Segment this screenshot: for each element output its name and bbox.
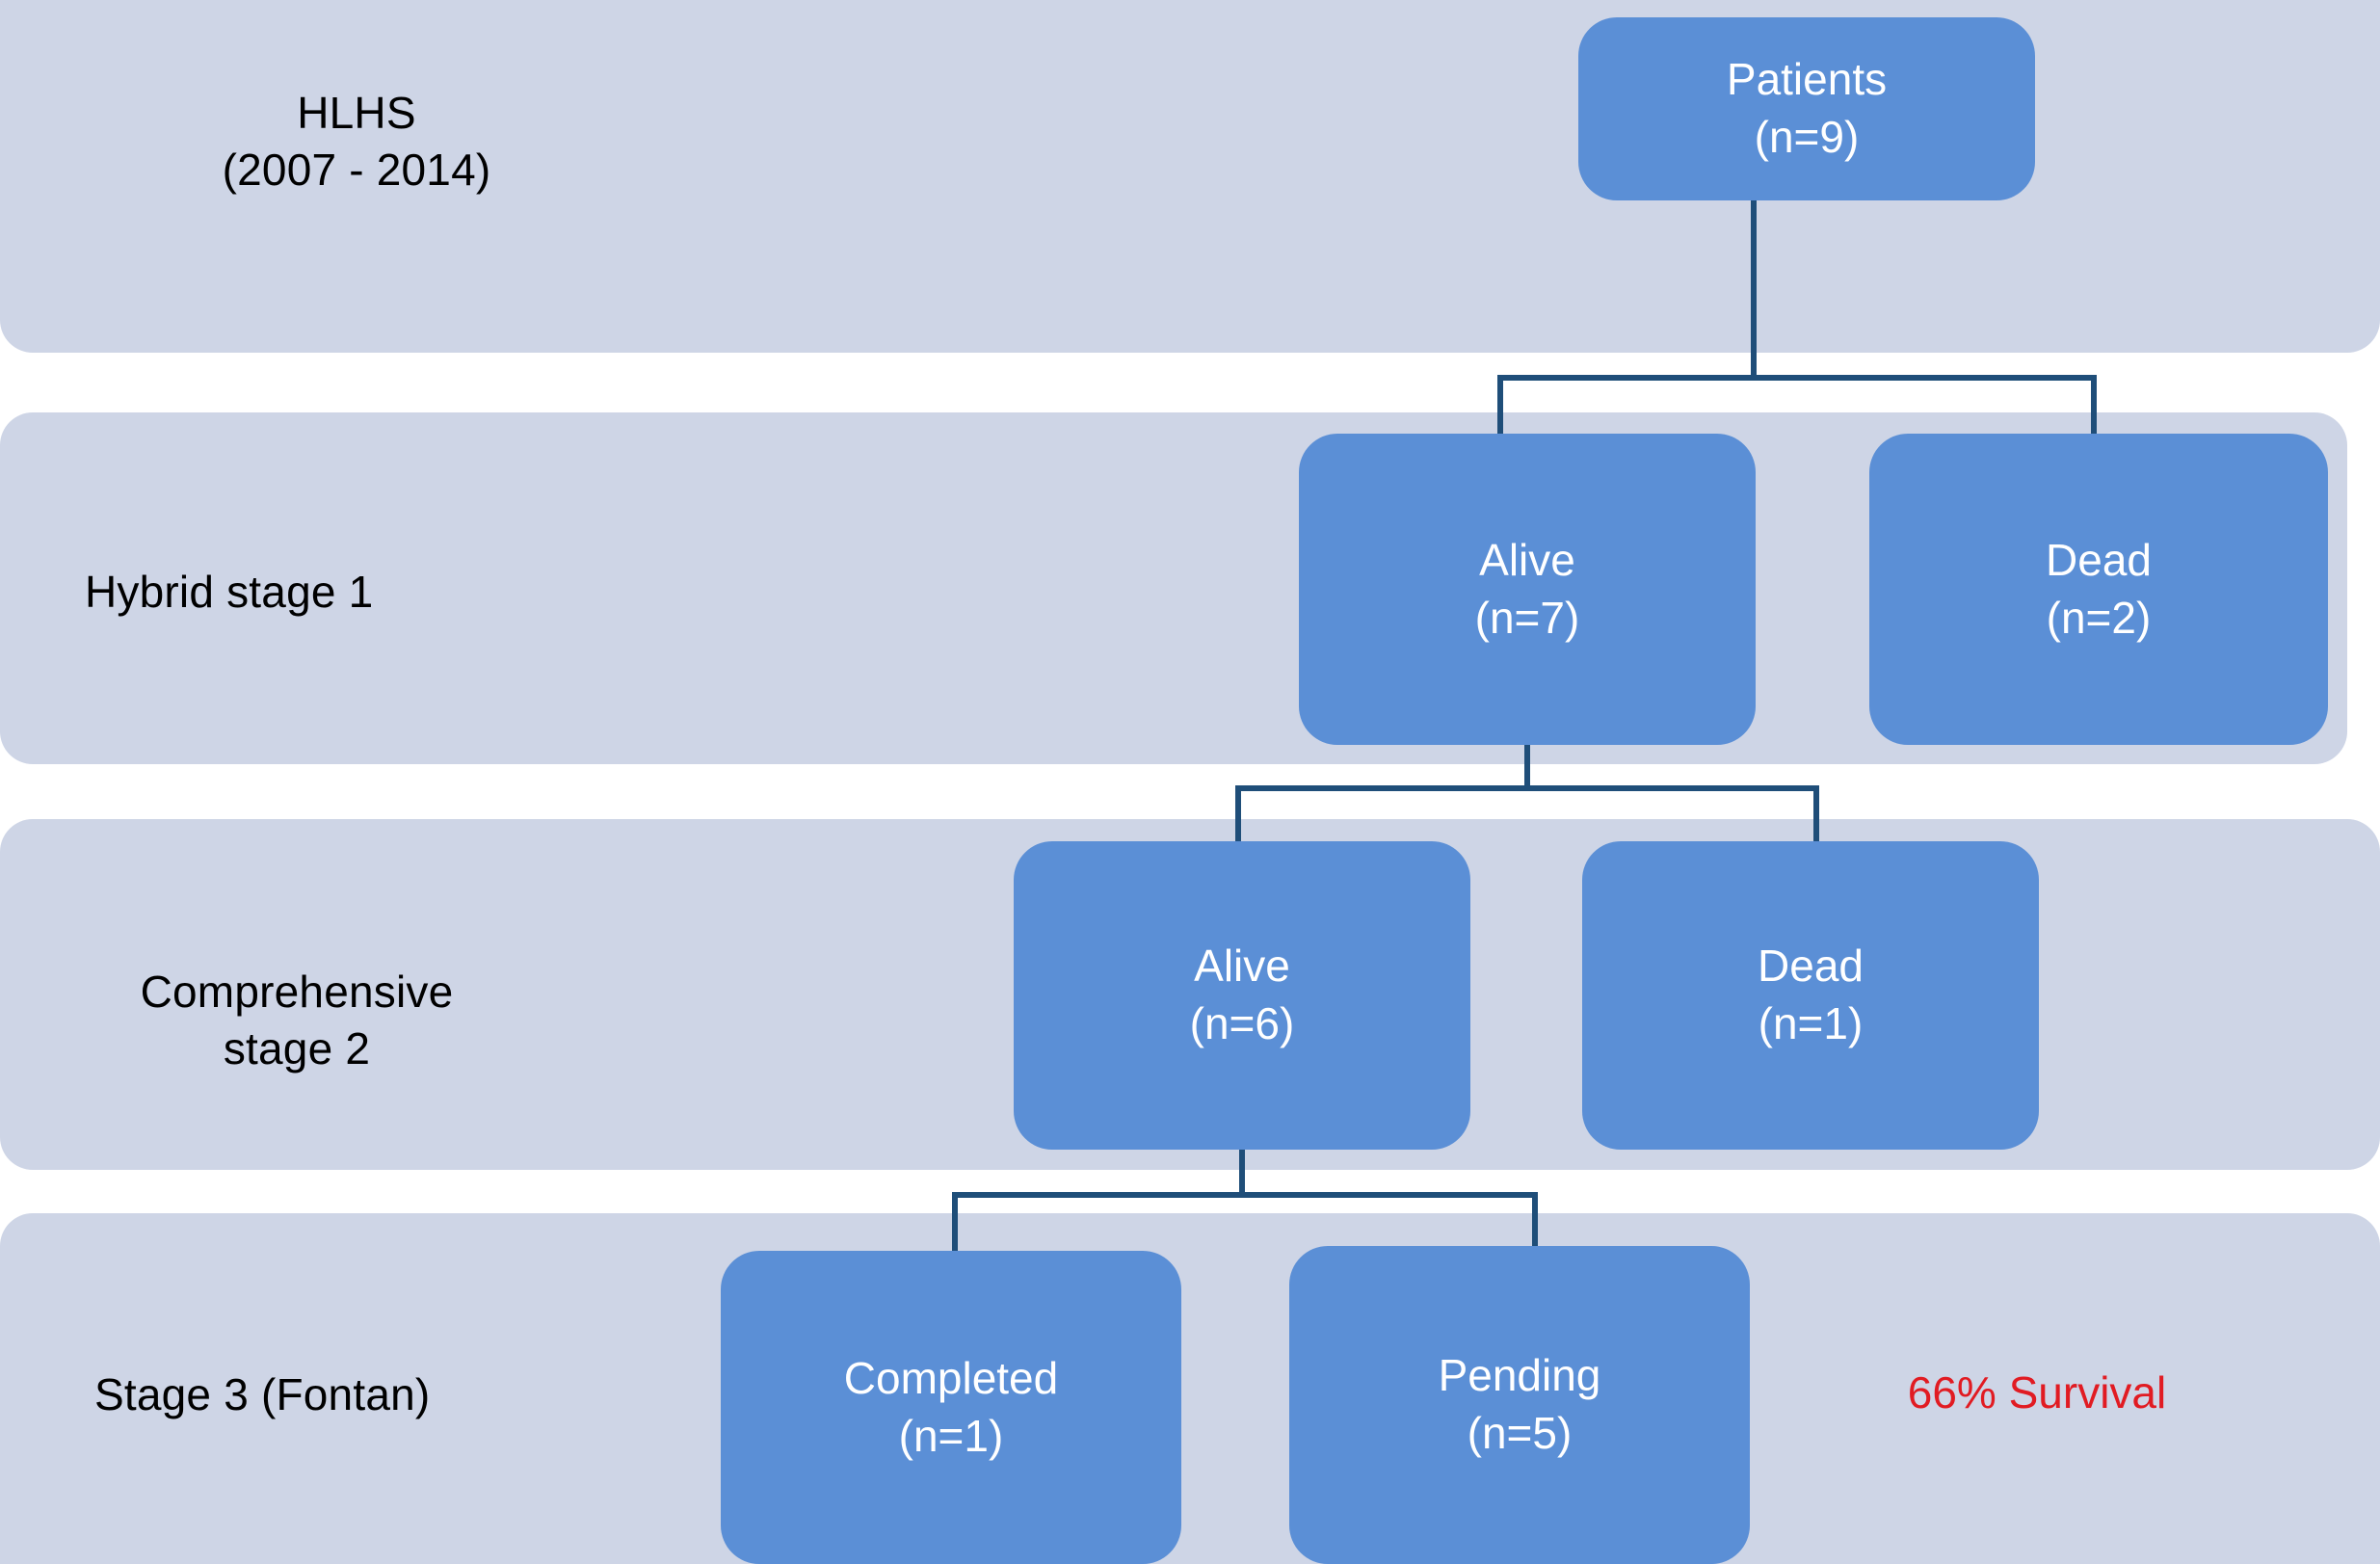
node-dead-comprehensive-stage-2-title: Dead: [1758, 941, 1864, 992]
connector-level1-horizontal-bar: [1497, 375, 2097, 381]
node-alive-comprehensive-stage-2[interactable]: Alive (n=6): [1014, 841, 1470, 1150]
connector-to-dead-1: [2091, 375, 2097, 444]
node-alive-hybrid-stage-1[interactable]: Alive (n=7): [1299, 434, 1756, 745]
node-dead-hybrid-stage-1[interactable]: Dead (n=2): [1869, 434, 2328, 745]
survival-annotation: 66% Survival: [1907, 1367, 2167, 1418]
node-dead-hybrid-stage-1-count: (n=2): [2046, 592, 2152, 643]
node-alive-comprehensive-stage-2-title: Alive: [1194, 941, 1290, 992]
connector-to-completed: [952, 1192, 958, 1261]
connector-to-pending: [1532, 1192, 1538, 1261]
node-dead-comprehensive-stage-2[interactable]: Dead (n=1): [1582, 841, 2039, 1150]
stage-label-hybrid-stage-1: Hybrid stage 1: [85, 567, 374, 617]
node-pending-fontan-count: (n=5): [1467, 1408, 1573, 1458]
node-pending-fontan[interactable]: Pending (n=5): [1289, 1246, 1750, 1564]
node-pending-fontan-title: Pending: [1438, 1350, 1601, 1401]
node-alive-hybrid-stage-1-title: Alive: [1479, 534, 1575, 585]
node-dead-comprehensive-stage-2-count: (n=1): [1758, 998, 1864, 1048]
connector-to-alive-2: [1235, 785, 1241, 853]
connector-to-dead-2: [1813, 785, 1819, 853]
node-completed-fontan-count: (n=1): [898, 1410, 1004, 1461]
node-alive-comprehensive-stage-2-count: (n=6): [1189, 998, 1295, 1048]
node-completed-fontan[interactable]: Completed (n=1): [721, 1251, 1181, 1564]
node-patients-count: (n=9): [1754, 112, 1860, 162]
node-patients[interactable]: Patients (n=9): [1578, 17, 2035, 200]
connector-alive-1-stem: [1524, 742, 1530, 790]
node-dead-hybrid-stage-1-title: Dead: [2046, 534, 2152, 585]
connector-to-alive-1: [1497, 375, 1503, 444]
node-patients-title: Patients: [1726, 54, 1888, 105]
stage-label-comprehensive-stage-2: Comprehensive stage 2: [140, 967, 454, 1074]
connector-patients-stem: [1751, 198, 1757, 381]
node-alive-hybrid-stage-1-count: (n=7): [1474, 592, 1580, 643]
stage-label-hlhs: HLHS (2007 - 2014): [222, 88, 491, 195]
connector-level2-horizontal-bar: [1235, 785, 1819, 791]
node-completed-fontan-title: Completed: [843, 1352, 1059, 1403]
connector-level3-horizontal-bar: [952, 1192, 1538, 1198]
connector-alive-2-stem: [1239, 1147, 1245, 1197]
stage-band-stage-3-fontan: [0, 1213, 2380, 1564]
stage-label-stage-3-fontan: Stage 3 (Fontan): [94, 1369, 431, 1419]
